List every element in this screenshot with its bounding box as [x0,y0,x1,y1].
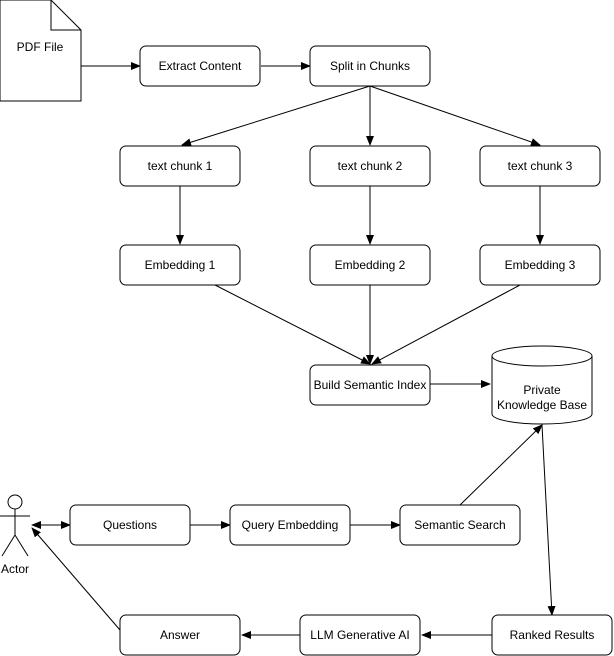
embedding-2-label: Embedding 2 [335,258,406,272]
build-semantic-index-node: Build Semantic Index [309,364,431,406]
questions-node: Questions [69,504,191,546]
knowledge-base-label-line1: Private [523,383,561,397]
query-embedding-label: Query Embedding [242,518,339,532]
edge-split-to-chunk3 [369,85,541,146]
text-chunk-2-label: text chunk 2 [338,159,403,173]
document-icon [0,0,82,102]
answer-node: Answer [119,614,241,656]
text-chunk-1-node: text chunk 1 [119,145,241,187]
embedding-3-node: Embedding 3 [479,244,601,286]
edge-split-to-chunk1 [181,85,371,147]
edge-embedding1-to-index [214,284,371,365]
build-semantic-index-label: Build Semantic Index [314,378,427,392]
actor-node: Actor [0,494,30,576]
text-chunk-2-node: text chunk 2 [309,145,431,187]
questions-label: Questions [103,518,157,532]
answer-label: Answer [160,628,200,642]
ranked-results-label: Ranked Results [510,628,595,642]
knowledge-base-node: Private Knowledge Base [491,345,593,425]
extract-content-node: Extract Content [139,45,261,87]
query-embedding-node: Query Embedding [229,504,351,546]
semantic-search-node: Semantic Search [399,504,521,546]
extract-content-label: Extract Content [159,59,242,73]
edge-answer-to-actor [31,527,121,631]
embedding-3-label: Embedding 3 [505,258,576,272]
pdf-file-label: PDF File [17,40,64,54]
text-chunk-1-label: text chunk 1 [148,159,213,173]
pdf-file-node: PDF File [0,0,82,102]
llm-generative-ai-label: LLM Generative AI [310,628,409,642]
edge-knowledge-base-to-ranked [541,424,556,616]
text-chunk-3-label: text chunk 3 [508,159,573,173]
edge-search-to-knowledge-base [459,424,543,506]
ranked-results-node: Ranked Results [491,614,613,656]
llm-generative-ai-node: LLM Generative AI [299,614,421,656]
actor-label: Actor [1,562,29,576]
actor-icon [0,494,30,557]
embedding-2-node: Embedding 2 [309,244,431,286]
edges [31,62,556,639]
edge-embedding3-to-index [371,284,521,365]
embedding-1-node: Embedding 1 [119,244,241,286]
split-in-chunks-node: Split in Chunks [309,45,431,87]
knowledge-base-label-line2: Knowledge Base [497,398,587,412]
embedding-1-label: Embedding 1 [145,258,216,272]
split-in-chunks-label: Split in Chunks [330,59,410,73]
semantic-search-label: Semantic Search [414,518,505,532]
database-cylinder-icon [491,356,593,425]
text-chunk-3-node: text chunk 3 [479,145,601,187]
